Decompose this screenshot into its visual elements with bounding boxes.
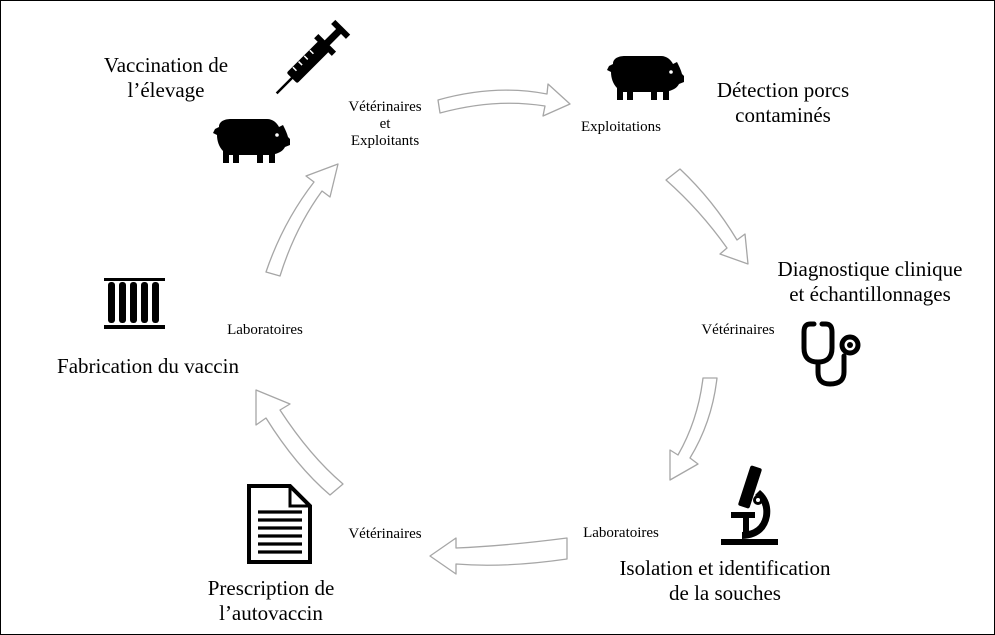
step-isolation-line1: Isolation et identification xyxy=(619,556,831,580)
step-vaccination: Vaccination de l’élevage xyxy=(84,53,248,103)
arrow-diagnostic-to-isolation xyxy=(669,377,718,481)
arrow-detection-to-diagnostic xyxy=(665,168,749,265)
actor-veterinaires-right: Vétérinaires xyxy=(701,322,775,338)
document-icon xyxy=(247,484,312,564)
step-diagnostic: Diagnostique clinique et échantillonnage… xyxy=(756,257,984,307)
step-detection: Détection porcs contaminés xyxy=(693,78,873,128)
step-fabrication-line1: Fabrication du vaccin xyxy=(57,354,239,378)
arrow-vaccination-to-detection xyxy=(437,83,571,117)
actor-vet-exploitants: Vétérinaires et Exploitants xyxy=(330,99,440,150)
step-detection-line1: Détection porcs xyxy=(716,78,850,102)
actor-vet-exploitants-line3: Exploitants xyxy=(350,133,420,149)
step-vaccination-line2: l’élevage xyxy=(127,78,205,102)
step-diagnostic-line2: et échantillonnages xyxy=(789,282,951,306)
step-diagnostic-line1: Diagnostique clinique xyxy=(777,257,963,281)
actor-laboratoires-left: Laboratoires xyxy=(227,322,303,338)
step-prescription-line1: Prescription de xyxy=(207,576,335,600)
step-vaccination-line1: Vaccination de xyxy=(103,53,229,77)
step-prescription-line2: l’autovaccin xyxy=(219,601,323,625)
arrow-prescription-to-fabrication xyxy=(255,389,344,496)
actor-laboratoires-bottom: Laboratoires xyxy=(583,525,659,541)
microscope-icon xyxy=(721,465,778,545)
actor-exploitations: Exploitations xyxy=(581,119,661,135)
stethoscope-icon xyxy=(801,321,861,387)
step-detection-line2: contaminés xyxy=(735,103,831,127)
arrow-fabrication-to-vaccination xyxy=(265,163,339,277)
stethoscope-chestpiece xyxy=(847,342,853,348)
step-isolation-line2: de la souches xyxy=(669,581,781,605)
step-fabrication: Fabrication du vaccin xyxy=(36,354,260,379)
actor-vet-exploitants-line1: Vétérinaires xyxy=(348,99,422,115)
actor-vet-exploitants-line2: et xyxy=(379,116,391,132)
pig-icon xyxy=(607,56,684,100)
test-tubes-icon xyxy=(104,278,165,329)
pig-icon xyxy=(213,119,290,163)
actor-veterinaires-bottom: Vétérinaires xyxy=(348,526,422,542)
step-isolation: Isolation et identification de la souche… xyxy=(596,556,854,606)
step-prescription: Prescription de l’autovaccin xyxy=(186,576,356,626)
syringe-icon xyxy=(275,19,351,95)
arrow-isolation-to-prescription xyxy=(429,537,568,575)
